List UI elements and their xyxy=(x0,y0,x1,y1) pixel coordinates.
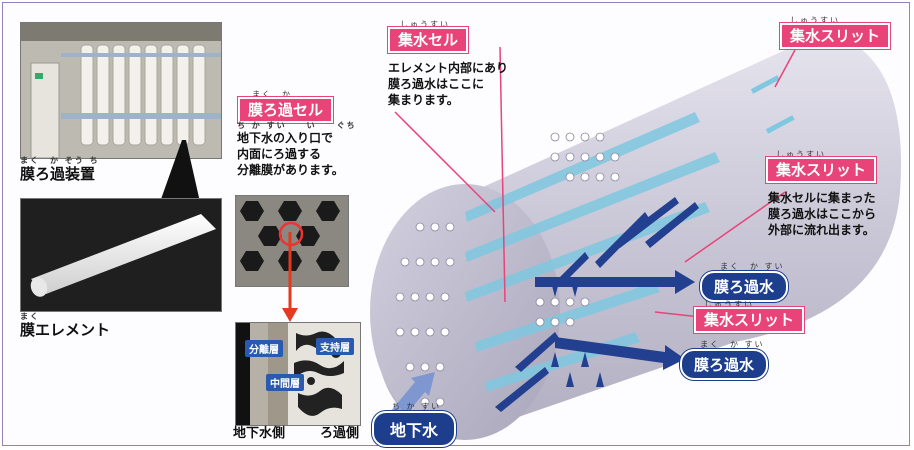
slit-mid-desc-line-2: 膜ろ過水はここから xyxy=(768,207,877,222)
filtered-water-2-wrap: まく か すい 膜ろ過水 xyxy=(680,340,769,380)
filtered-water-2-label: 膜ろ過水 xyxy=(680,349,769,380)
filtration-cell-desc-line-2: 内面にろ過する xyxy=(237,147,322,162)
filtration-cell-desc-line-1: 地下水の入り口で xyxy=(237,131,334,145)
support-layer-tag: 支持層 xyxy=(316,338,354,355)
filtered-water-1-ruby: まく か すい xyxy=(720,262,785,271)
collection-cell-desc-line-2: 膜ろ過水はここに xyxy=(388,77,485,92)
filtration-cell-desc: ち か すい い ぐち 地下水の入り口で 内面にろ過する 分離膜があります。 xyxy=(237,121,357,179)
filtered-water-1-wrap: まく か すい 膜ろ過水 xyxy=(700,262,789,302)
groundwater-label: 地下水 xyxy=(372,411,457,447)
filtration-device-ruby: まく か そう ち xyxy=(20,156,100,165)
collection-cell-label-wrap: しゅうすい 集水セル xyxy=(388,20,469,53)
filtered-side-label: ろ過側 xyxy=(320,426,360,441)
filtration-device-caption: まく か そう ち 膜ろ過装置 xyxy=(20,156,100,184)
slit-top-label-wrap: しゅうすい 集水スリット xyxy=(780,16,891,49)
device-element-connector xyxy=(160,140,200,202)
groundwater-ruby: ち か すい xyxy=(392,402,442,411)
filtered-water-2-ruby: まく か すい xyxy=(700,340,765,349)
slit-top-label: 集水スリット xyxy=(780,23,891,49)
slit-low-ruby: しゅうすい xyxy=(704,300,754,309)
membrane-element-caption: まく 膜エレメント xyxy=(20,312,110,340)
groundwater-wrap: ち か すい 地下水 xyxy=(372,402,457,447)
collection-cell-desc-line-3: 集まります。 xyxy=(388,93,459,108)
middle-layer-tag: 中間層 xyxy=(266,374,304,391)
slit-low-label-wrap: しゅうすい 集水スリット xyxy=(694,300,805,333)
membrane-element-ruby: まく xyxy=(20,312,40,321)
collection-cell-desc: エレメント内部にあり 膜ろ過水はここに 集まります。 xyxy=(388,60,508,109)
slit-mid-desc: 集水セルに集まった 膜ろ過水はここから 外部に流れ出ます。 xyxy=(768,190,876,239)
filtration-device-label: 膜ろ過装置 xyxy=(20,165,96,183)
filtration-cell-desc-line-3: 分離膜があります。 xyxy=(237,163,344,178)
slit-mid-ruby: しゅうすい xyxy=(776,150,826,159)
collection-cell-ruby: しゅうすい xyxy=(400,20,450,29)
filtered-water-1-label: 膜ろ過水 xyxy=(700,271,789,302)
filtration-cell-label: 膜ろ過セル xyxy=(238,97,334,123)
filtration-cell-label-wrap: まく か 膜ろ過セル xyxy=(238,90,334,123)
filtration-device-photo xyxy=(20,22,222,159)
filtration-cell-ruby: まく か xyxy=(252,90,292,99)
membrane-element-label: 膜エレメント xyxy=(20,321,111,339)
slit-mid-label-wrap: しゅうすい 集水スリット xyxy=(766,150,877,183)
slit-mid-desc-line-3: 外部に流れ出ます。 xyxy=(768,223,875,238)
membrane-surface-photo xyxy=(235,195,349,287)
separation-layer-tag: 分離層 xyxy=(245,340,283,357)
zoom-arrow xyxy=(282,232,298,322)
slit-mid-label: 集水スリット xyxy=(766,157,877,183)
slit-low-label: 集水スリット xyxy=(694,307,805,333)
collection-cell-label: 集水セル xyxy=(388,27,469,53)
collection-cell-desc-line-1: エレメント内部にあり xyxy=(388,61,509,75)
membrane-element-photo xyxy=(20,198,222,312)
slit-mid-desc-line-1: 集水セルに集まった xyxy=(768,191,876,205)
filtration-cell-desc-ruby: ち か すい い ぐち xyxy=(237,121,357,130)
slit-top-ruby: しゅうすい xyxy=(790,16,840,25)
groundwater-side-label: 地下水側 xyxy=(233,426,286,441)
